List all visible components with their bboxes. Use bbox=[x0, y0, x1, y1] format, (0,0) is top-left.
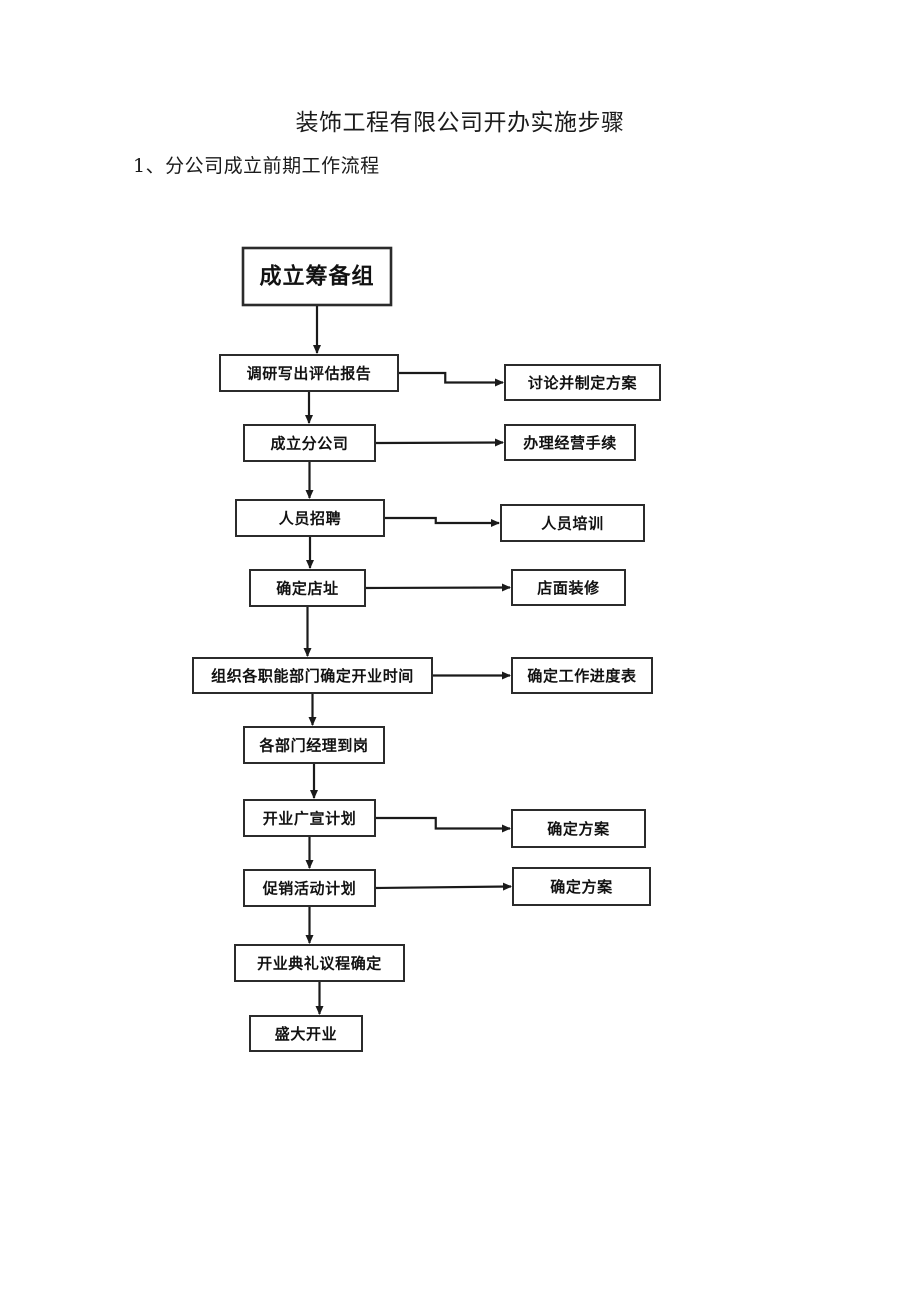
flow-node-box bbox=[511, 569, 626, 606]
flow-node-label: 人员培训 bbox=[541, 515, 603, 533]
flow-node-label: 盛大开业 bbox=[275, 1025, 337, 1043]
flow-connector-horizontal bbox=[374, 438, 504, 447]
flow-node-label: 成立筹备组 bbox=[259, 264, 374, 290]
flow-node: 办理经营手续 bbox=[504, 424, 636, 461]
flow-node-box bbox=[249, 569, 366, 607]
flow-node-label: 确定方案 bbox=[547, 820, 610, 838]
flow-node-box bbox=[192, 657, 433, 694]
flow-node: 店面装修 bbox=[511, 569, 626, 606]
flow-node-label: 成立分公司 bbox=[270, 435, 348, 453]
flow-node-box bbox=[500, 504, 645, 542]
flow-node-label: 确定方案 bbox=[550, 878, 613, 896]
flow-node: 确定工作进度表 bbox=[511, 657, 653, 694]
flow-node-box bbox=[511, 657, 653, 694]
flow-node: 组织各职能部门确定开业时间 bbox=[192, 657, 433, 694]
flow-node-box bbox=[504, 364, 661, 401]
flow-node-box bbox=[243, 726, 385, 764]
flow-node: 开业广宣计划 bbox=[243, 799, 376, 837]
flow-node: 人员培训 bbox=[500, 504, 645, 542]
page-title: 装饰工程有限公司开办实施步骤 bbox=[295, 110, 625, 136]
flow-node: 成立筹备组 bbox=[241, 246, 393, 307]
flow-node-box bbox=[504, 424, 636, 461]
flow-node-label: 确定工作进度表 bbox=[527, 667, 637, 685]
flow-node-label: 人员招聘 bbox=[279, 510, 341, 528]
flow-node: 确定方案 bbox=[512, 867, 651, 906]
flow-node: 人员招聘 bbox=[235, 499, 385, 537]
flow-node-box bbox=[512, 867, 651, 906]
flow-node-box bbox=[249, 1015, 363, 1052]
flow-node-box bbox=[243, 424, 376, 462]
flow-node-label: 组织各职能部门确定开业时间 bbox=[211, 667, 414, 685]
flow-node: 盛大开业 bbox=[249, 1015, 363, 1052]
flow-node: 确定方案 bbox=[511, 809, 646, 848]
flow-node: 调研写出评估报告 bbox=[219, 354, 399, 392]
flow-node-label: 办理经营手续 bbox=[523, 434, 617, 452]
flow-node: 成立分公司 bbox=[243, 424, 376, 462]
flow-connector-horizontal bbox=[374, 882, 512, 891]
flow-node-box bbox=[219, 354, 399, 392]
flow-node-label: 调研写出评估报告 bbox=[247, 365, 372, 383]
flow-node-box bbox=[511, 809, 646, 848]
flow-node-label: 开业广宣计划 bbox=[263, 810, 357, 828]
flow-node-label: 确定店址 bbox=[276, 580, 338, 598]
flow-node-label: 讨论并制定方案 bbox=[528, 374, 638, 392]
flow-connector-horizontal bbox=[364, 583, 511, 592]
connector-layer bbox=[303, 305, 512, 1015]
flow-node-label: 开业典礼议程确定 bbox=[257, 955, 382, 973]
flow-node-label: 店面装修 bbox=[537, 579, 600, 597]
flow-node-box bbox=[234, 944, 405, 982]
flow-node-box bbox=[243, 869, 376, 907]
flow-node-label: 各部门经理到岗 bbox=[258, 737, 368, 755]
flow-node: 确定店址 bbox=[249, 569, 366, 607]
flow-node: 促销活动计划 bbox=[243, 869, 376, 907]
flow-node: 各部门经理到岗 bbox=[243, 726, 385, 764]
flow-node: 讨论并制定方案 bbox=[504, 364, 661, 401]
flow-connector-horizontal bbox=[375, 816, 511, 833]
flow-node-box bbox=[241, 246, 393, 307]
flow-node-label: 促销活动计划 bbox=[262, 880, 357, 898]
section-heading: 1、分公司成立前期工作流程 bbox=[133, 155, 380, 177]
node-layer: 成立筹备组调研写出评估报告成立分公司人员招聘确定店址组织各职能部门确定开业时间各… bbox=[192, 246, 661, 1052]
flow-connector-horizontal bbox=[384, 516, 500, 527]
flow-connector-horizontal bbox=[398, 371, 504, 387]
flow-node-box bbox=[243, 799, 376, 837]
flow-node-box bbox=[235, 499, 385, 537]
flow-node: 开业典礼议程确定 bbox=[234, 944, 405, 982]
